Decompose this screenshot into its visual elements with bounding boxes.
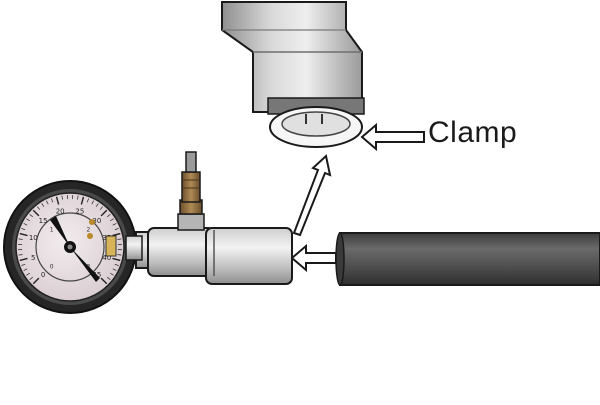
hose-to-fitting-arrow: [292, 246, 336, 270]
hose: [336, 233, 600, 285]
clamp-callout-arrow: [362, 125, 424, 149]
gauge-inner-label: 2: [86, 227, 90, 234]
gauge-outer-label: 5: [31, 254, 35, 262]
test-fitting: [136, 228, 292, 284]
gauge-outer-label: 0: [41, 271, 45, 279]
gauge-outer-label: 15: [39, 217, 48, 225]
fitting-to-clamp-arrow: [294, 156, 330, 235]
gauge-inner-label: 1: [50, 227, 54, 234]
clamp-connector: [222, 2, 364, 147]
gauge-dot: [89, 219, 95, 225]
gauge-outer-label: 10: [29, 234, 38, 242]
gauge-dot: [87, 233, 93, 239]
gauge-outer-label: 25: [75, 207, 84, 215]
pressure-gauge: 051015202530354045 0123: [4, 181, 142, 313]
clamp-label: Clamp: [428, 116, 517, 150]
bleed-valve: [178, 152, 204, 230]
gauge-outer-label: 20: [56, 207, 65, 215]
gauge-inner-label: 0: [50, 263, 54, 270]
